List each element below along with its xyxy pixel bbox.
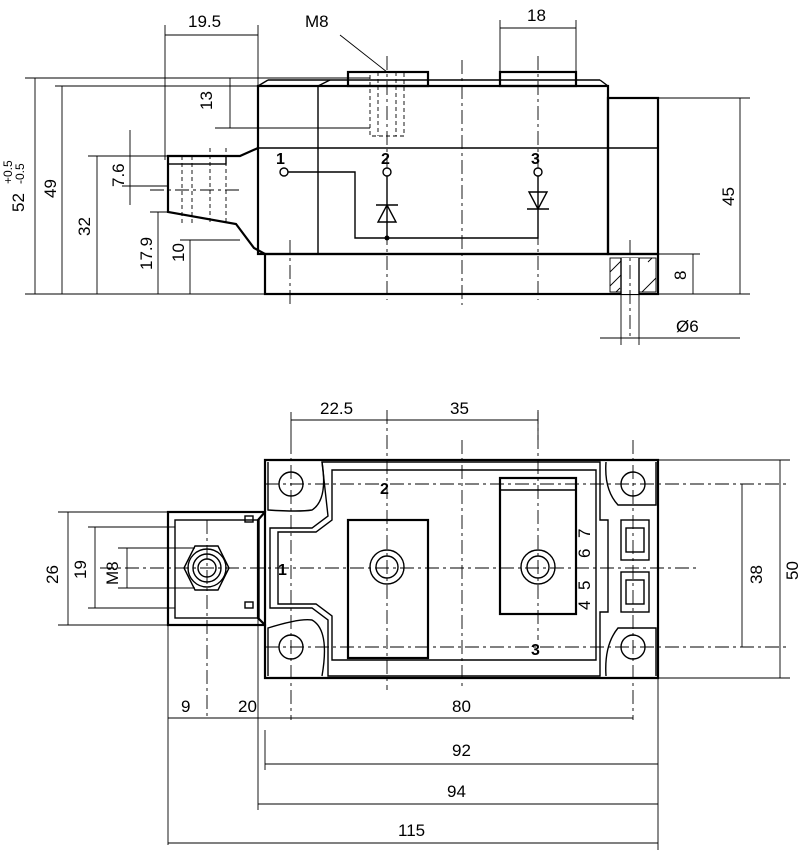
dim-45: 45 <box>719 187 738 206</box>
terminal-2-plate <box>346 518 430 660</box>
pin-1-terminal <box>279 167 289 177</box>
dim-94: 94 <box>447 782 466 801</box>
top-dimension-lines <box>58 412 790 850</box>
dim-92: 92 <box>452 741 471 760</box>
side-view: 1 2 3 <box>1 6 750 345</box>
side-housing <box>256 84 610 256</box>
dim-50: 50 <box>783 561 800 580</box>
top-pin-1-label: 1 <box>278 562 287 579</box>
dim-80: 80 <box>452 697 471 716</box>
dim-19-5: 19.5 <box>188 12 221 31</box>
dim-52: 52 <box>9 193 28 212</box>
dim-17-9: 17.9 <box>137 237 156 270</box>
dim-35: 35 <box>450 399 469 418</box>
dim-26: 26 <box>43 565 62 584</box>
aux-pin-4-label: 4 <box>575 601 594 610</box>
diode-1-icon <box>376 203 398 223</box>
dim-19: 19 <box>71 560 90 579</box>
terminal-3-screw <box>520 549 556 585</box>
pin-3-terminal <box>533 167 543 177</box>
side-terminal-nut-2 <box>346 70 430 88</box>
diode-schematic <box>279 167 549 241</box>
dim-20: 20 <box>238 697 257 716</box>
dim-49: 49 <box>41 179 60 198</box>
dim-115: 115 <box>398 821 425 840</box>
side-pin-3-label: 3 <box>531 151 540 168</box>
top-housing <box>256 458 660 680</box>
dim-52-tol-plus: +0.5 <box>1 160 15 184</box>
dim-8: 8 <box>671 271 690 280</box>
top-view: 2 1 3 4 5 6 7 <box>43 399 800 850</box>
dim-7-6: 7.6 <box>109 163 128 187</box>
terminal-2-screw <box>369 549 405 585</box>
side-mounting-hole <box>609 257 657 294</box>
aux-connector-6-7 <box>620 519 650 561</box>
dim-m8-side: M8 <box>305 12 329 31</box>
diode-2-icon <box>527 191 549 211</box>
dim-22-5: 22.5 <box>320 399 353 418</box>
side-end-block <box>606 96 660 256</box>
aux-pin-7-label: 7 <box>575 529 594 538</box>
aux-pin-5-label: 5 <box>575 581 594 590</box>
top-pin-2-label: 2 <box>380 481 389 498</box>
dim-m8-top: M8 <box>103 561 122 585</box>
side-dimension-lines <box>25 20 750 345</box>
dim-32: 32 <box>75 217 94 236</box>
top-terminal-tab <box>166 510 267 627</box>
aux-pin-6-label: 6 <box>575 549 594 558</box>
dim-52-tol-minus: -0.5 <box>13 163 27 184</box>
dim-hole-dia: Ø6 <box>676 317 699 336</box>
side-pin-2-label: 2 <box>381 151 390 168</box>
dim-13: 13 <box>197 91 216 110</box>
dim-18: 18 <box>527 6 546 25</box>
side-pin-1-label: 1 <box>276 151 285 168</box>
aux-connector-4-5 <box>620 571 650 613</box>
dim-10: 10 <box>169 243 188 262</box>
top-pin-3-label: 3 <box>531 642 540 659</box>
dim-38: 38 <box>747 565 766 584</box>
dim-9: 9 <box>181 697 190 716</box>
pin-2-terminal <box>382 167 392 177</box>
side-baseplate <box>263 252 660 296</box>
